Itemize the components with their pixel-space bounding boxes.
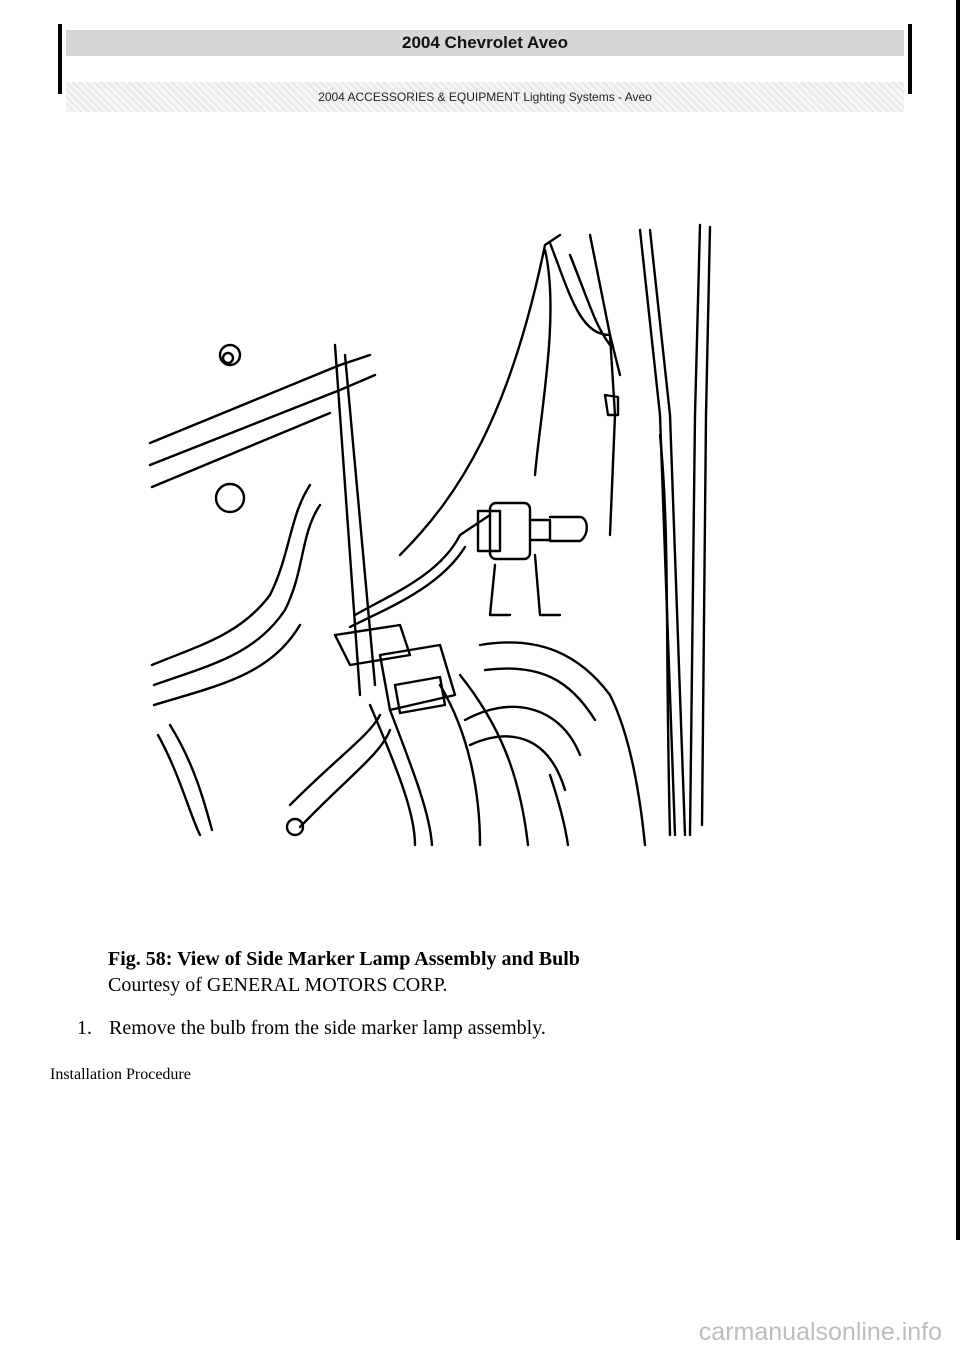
- document-title: 2004 Chevrolet Aveo: [66, 30, 904, 56]
- page-edge-bar: [956, 0, 960, 1240]
- step-text: Remove the bulb from the side marker lam…: [109, 1017, 546, 1039]
- document-header: 2004 Chevrolet Aveo 2004 ACCESSORIES & E…: [58, 24, 912, 112]
- figure-caption: Fig. 58: View of Side Marker Lamp Assemb…: [108, 946, 580, 998]
- procedure-step: 1. Remove the bulb from the side marker l…: [77, 1015, 546, 1041]
- side-marker-lamp-illustration: [140, 215, 740, 875]
- figure-label: Fig. 58: View of Side Marker Lamp Assemb…: [108, 948, 580, 970]
- document-subtitle: 2004 ACCESSORIES & EQUIPMENT Lighting Sy…: [66, 82, 904, 112]
- section-heading: Installation Procedure: [50, 1066, 191, 1083]
- step-number: 1.: [77, 1017, 92, 1039]
- watermark: carmanualsonline.info: [698, 1318, 942, 1346]
- figure-credit: Courtesy of GENERAL MOTORS CORP.: [108, 974, 448, 996]
